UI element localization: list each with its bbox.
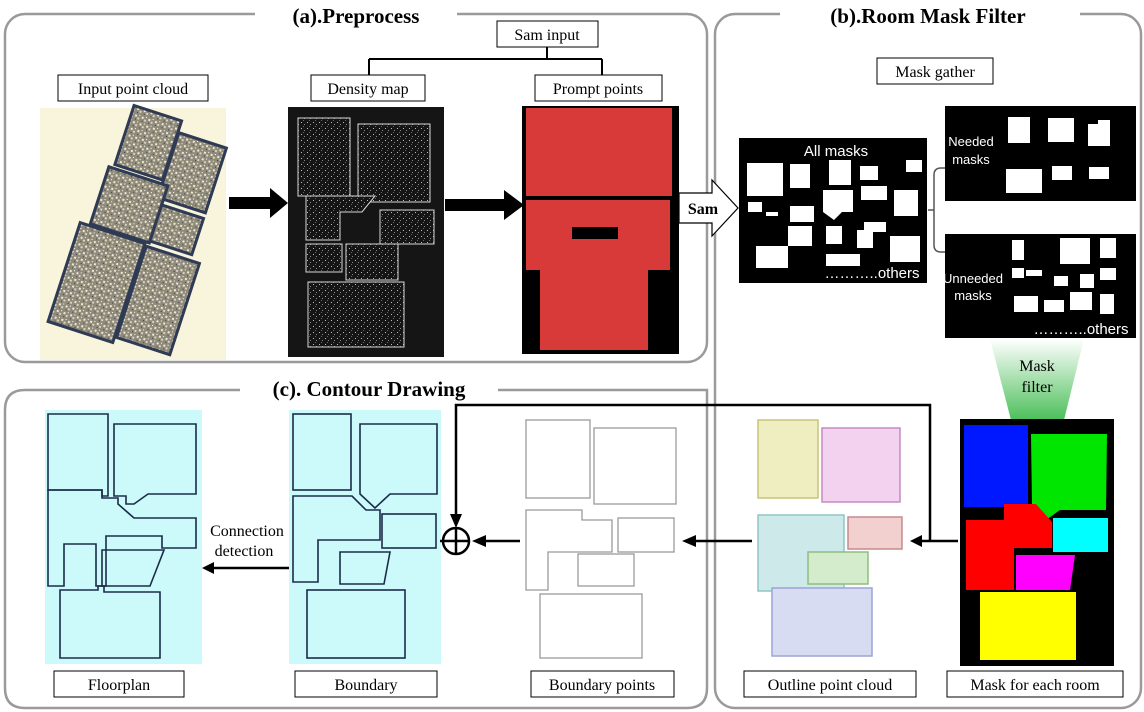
room-magenta [1016, 555, 1075, 590]
label-needed-masks-2: masks [952, 152, 990, 167]
arrow-to-density [229, 188, 288, 218]
room-green [1031, 434, 1107, 520]
title-preprocess: (a).Preprocess [293, 4, 420, 28]
combine-plus-icon [441, 526, 471, 556]
boundary-image [289, 410, 441, 664]
label-unneeded-masks-2: masks [954, 288, 992, 303]
label-unneeded-masks-1: Unneeded [943, 271, 1003, 286]
label-sam-input: Sam input [514, 27, 580, 44]
arrow-to-prompt [445, 190, 524, 220]
boundary-points: Boundary points [520, 412, 682, 698]
label-needed-masks-1: Needed [948, 134, 994, 149]
title-room-mask-filter: (b).Room Mask Filter [830, 4, 1025, 28]
mask-filter-step: Mask filter [990, 339, 1084, 420]
room-cyan [1053, 518, 1108, 552]
label-floorplan: Floorplan [88, 677, 150, 694]
boundary: Boundary [289, 410, 441, 698]
mask-split-brace [928, 167, 945, 253]
label-density-map: Density map [327, 81, 408, 98]
room-red [966, 504, 1052, 590]
label-boundary: Boundary [334, 677, 397, 694]
label-connection-detection-1: Connection [210, 523, 284, 540]
mask-gather: Mask gather [876, 57, 994, 85]
label-input-point-cloud: Input point cloud [78, 81, 188, 98]
label-unneeded-others: ………..others [1033, 321, 1128, 338]
label-mask-gather: Mask gather [895, 64, 975, 81]
all-masks: All masks ………..others [739, 138, 927, 283]
room-blue [964, 425, 1028, 507]
density-map: Density map [288, 74, 444, 357]
prompt-points: Prompt points [522, 74, 679, 354]
panel-contour-drawing: (c). Contour Drawing [3, 375, 709, 710]
flow-connectors [202, 403, 958, 574]
label-all-masks-others: ………..others [824, 265, 919, 282]
sam-input-bracket: Sam input [368, 20, 603, 76]
label-mask-filter-2: filter [1021, 379, 1053, 396]
unneeded-masks: Unneeded masks ………..others [943, 234, 1136, 338]
panel-preprocess: (a).Preprocess [3, 2, 709, 364]
input-point-cloud: Input point cloud [40, 74, 229, 360]
label-mask-filter-1: Mask [1019, 358, 1055, 375]
label-sam: Sam [688, 201, 719, 218]
label-prompt-points: Prompt points [553, 81, 643, 98]
mask-for-each-room: Mask for each room [946, 419, 1124, 698]
title-contour-drawing: (c). Contour Drawing [273, 377, 466, 401]
boundary-points-image [520, 412, 682, 662]
label-mask-for-each-room: Mask for each room [970, 677, 1100, 694]
connection-detection: Connection detection [210, 523, 284, 560]
panel-room-mask-filter: (b).Room Mask Filter [713, 2, 1143, 710]
label-all-masks: All masks [804, 143, 868, 160]
room-yellow [980, 592, 1076, 660]
outline-point-cloud: Outline point cloud [743, 415, 917, 698]
label-connection-detection-2: detection [215, 543, 274, 560]
floorplan: Floorplan [45, 410, 202, 698]
point-cloud-floor [46, 103, 229, 357]
needed-masks: Needed masks [945, 106, 1136, 201]
floorplan-image [45, 410, 202, 664]
label-boundary-points: Boundary points [549, 677, 655, 694]
label-outline-point-cloud: Outline point cloud [768, 677, 892, 694]
sam-arrow: Sam [678, 178, 739, 238]
